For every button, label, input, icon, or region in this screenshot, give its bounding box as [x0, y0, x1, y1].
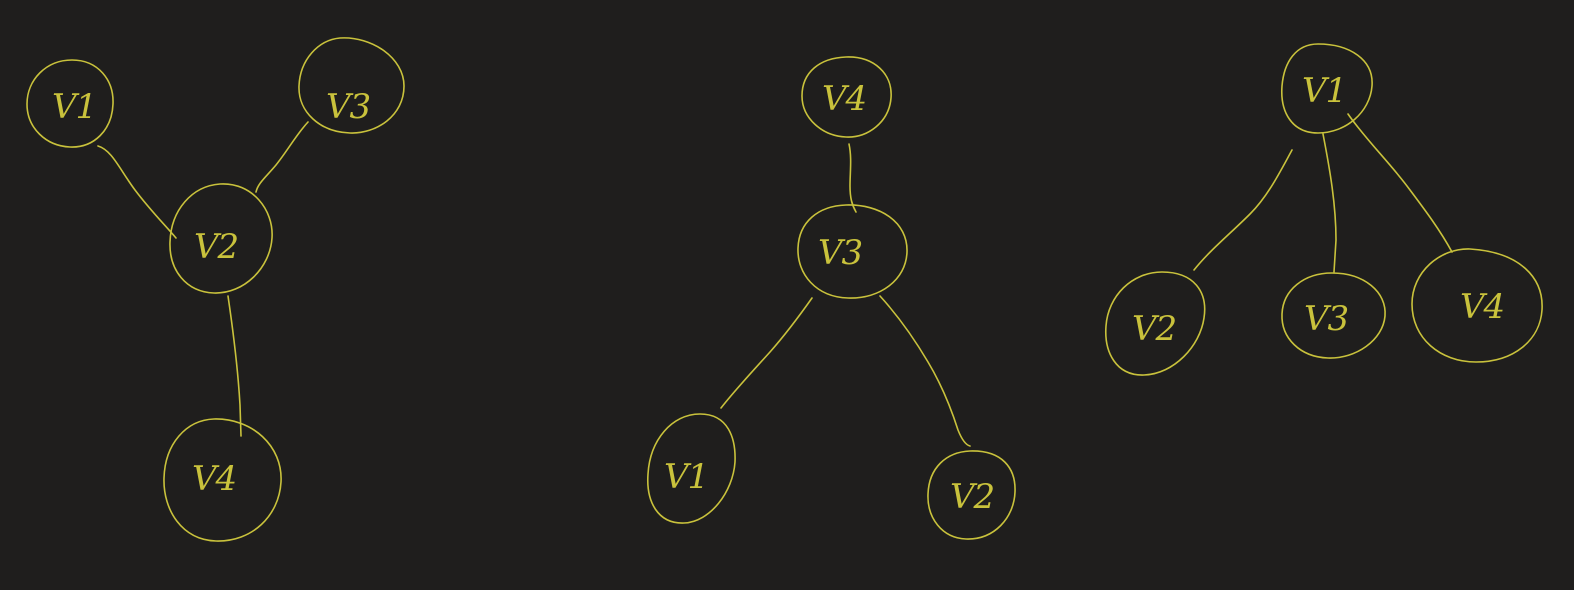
edge-v2-v4 — [227, 295, 242, 437]
node-circle — [298, 37, 405, 134]
node-label: V4 — [822, 79, 866, 119]
node-v4: V4 — [163, 418, 282, 542]
node-circle — [163, 418, 282, 542]
node-label: V2 — [950, 477, 994, 517]
node-label: V3 — [1304, 299, 1348, 339]
node-v2: V2 — [169, 183, 273, 294]
node-circle — [1105, 271, 1206, 376]
node-v1: V1 — [26, 59, 114, 148]
node-label: V2 — [194, 227, 238, 267]
node-circle — [1281, 43, 1373, 134]
edge-v1-v2 — [1193, 149, 1293, 271]
tree-1: V1 V3 V2 V4 — [26, 37, 405, 542]
node-circle — [927, 450, 1016, 540]
node-label: V4 — [1460, 287, 1504, 327]
edge-v3-v1 — [720, 297, 813, 409]
node-label: V2 — [1132, 309, 1176, 349]
node-v1: V1 — [1281, 43, 1373, 134]
edge-v3-v2 — [255, 121, 309, 193]
node-circle — [1411, 248, 1543, 363]
edge-v1-v3 — [1322, 133, 1337, 273]
node-v2: V2 — [1105, 271, 1206, 376]
node-label: V4 — [192, 459, 236, 499]
edge-v3-v2 — [879, 295, 971, 447]
node-label: V1 — [664, 457, 708, 497]
node-label: V1 — [52, 87, 96, 127]
node-v2: V2 — [927, 450, 1016, 540]
node-label: V3 — [326, 87, 370, 127]
node-v4: V4 — [1411, 248, 1543, 363]
edge-v1-v2 — [97, 145, 177, 239]
node-label: V3 — [818, 233, 862, 273]
edge-v4-v3 — [848, 143, 857, 213]
node-label: V1 — [1302, 71, 1346, 111]
node-circle — [169, 183, 273, 294]
node-v1: V1 — [647, 413, 736, 524]
node-v3: V3 — [298, 37, 405, 134]
node-circle — [797, 204, 908, 299]
node-circle — [26, 59, 114, 148]
tree-3: V1 V2 V3 V4 — [1105, 43, 1543, 376]
node-v3: V3 — [797, 204, 908, 299]
node-circle — [801, 56, 892, 138]
tree-2: V4 V3 V1 V2 — [647, 56, 1016, 540]
edge-v1-v4 — [1347, 113, 1453, 253]
node-v3: V3 — [1281, 272, 1386, 359]
node-v4: V4 — [801, 56, 892, 138]
node-circle — [647, 413, 736, 524]
node-circle — [1281, 272, 1386, 359]
